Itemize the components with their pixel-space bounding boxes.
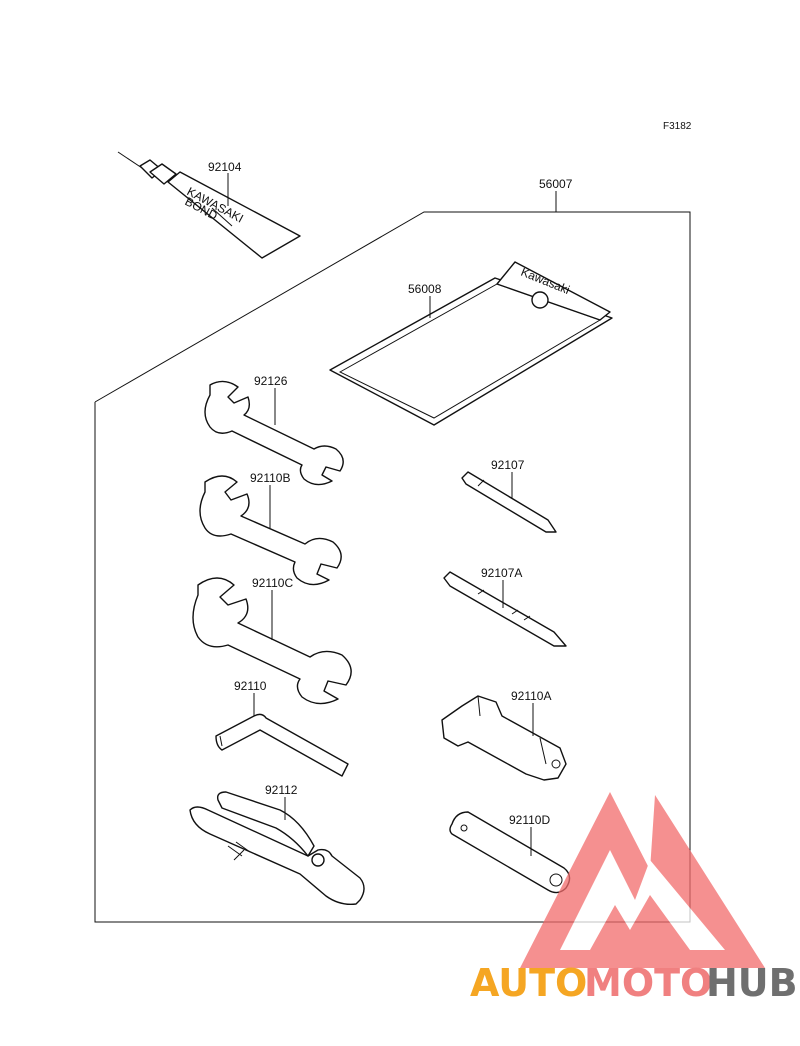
wrench-92126 [204,380,344,486]
screwdriver-shaft [443,571,567,647]
pliers [189,791,365,906]
figure-ref: F3182 [663,121,692,132]
wrench-92110C [192,577,352,705]
part-label-56007: 56007 [539,177,573,191]
part-label-92110: 92110 [234,679,267,693]
part-label-92110B: 92110B [250,471,290,485]
part-label-92110C: 92110C [252,576,293,590]
watermark-part2: MOTO [584,961,712,1005]
tool-bag: Kawasaki [329,261,613,426]
part-label-92110D: 92110D [509,813,550,827]
part-label-92107A: 92107A [481,566,522,580]
tool-kit-outline [94,211,691,923]
watermark-wordmark: AUTO MOTO HUB [470,961,798,1005]
watermark-part1: AUTO [470,961,587,1005]
part-label-56008: 56008 [408,282,442,296]
wrench-92110B [199,475,342,586]
part-label-92104: 92104 [208,160,242,174]
watermark-part3: HUB [706,961,798,1005]
part-label-92107: 92107 [491,458,525,472]
part-label-92112: 92112 [265,783,298,797]
watermark-logo [520,792,765,968]
hex-key [215,713,349,777]
screwdriver-bit [461,471,557,533]
part-label-92110A: 92110A [511,689,551,703]
box-wrench [441,695,567,781]
part-label-92126: 92126 [254,374,288,388]
